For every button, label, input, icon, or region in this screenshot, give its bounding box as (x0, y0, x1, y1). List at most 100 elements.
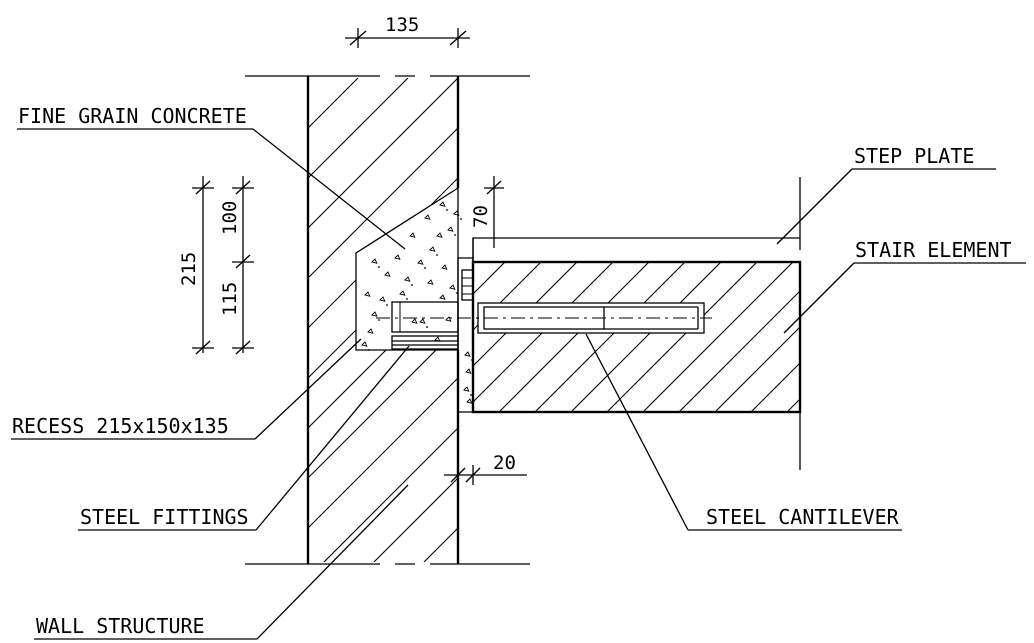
stair-hatch-line (750, 362, 800, 412)
concrete-dot (406, 298, 408, 300)
dim-gap-text: 20 (493, 452, 516, 474)
stair-hatch-line (678, 290, 800, 412)
wall-hatch-line (308, 78, 458, 562)
concrete-dot (460, 218, 462, 220)
concrete-speckle (379, 296, 386, 302)
dimension-wall-thickness: 135 (345, 14, 470, 48)
concrete-dot (470, 394, 472, 396)
dimension-recess-height: 215 (178, 176, 214, 355)
stair-hatch-line (473, 262, 506, 295)
concrete-dot (368, 349, 370, 351)
stair-hatch-line (786, 398, 800, 412)
label-wall-structure-text: WALL STRUCTURE (36, 614, 205, 638)
wall-hatch-line (308, 78, 458, 562)
concrete-speckle (404, 276, 411, 282)
label-steel-cantilever-text: STEEL CANTILEVER (706, 505, 900, 529)
concrete-speckle (371, 311, 378, 317)
concrete-speckle (417, 259, 424, 265)
label-steel-fittings-text: STEEL FITTINGS (80, 505, 249, 529)
stair-hatch-line (473, 262, 542, 331)
stair-hatch-line (967, 262, 1034, 412)
concrete-speckle (367, 328, 374, 334)
concrete-speckle (436, 232, 443, 238)
stair-hatch-line (895, 262, 1034, 412)
stair-hatch-line (1003, 262, 1034, 412)
wall-hatch-line (308, 78, 458, 562)
concrete-speckle (429, 246, 436, 252)
concrete-speckle (439, 294, 446, 300)
fine-grain-concrete-fill (355, 186, 474, 413)
concrete-speckle (449, 284, 456, 290)
concrete-dot (378, 266, 380, 268)
stair-hatch-line (498, 262, 650, 412)
dim-recess-height-text: 215 (178, 252, 200, 286)
label-stair-element: STAIR ELEMENT (783, 238, 1026, 334)
dim-wall-thickness-text: 135 (385, 14, 419, 36)
stair-hatch-line (642, 262, 794, 412)
label-recess: RECESS 215x150x135 (11, 338, 362, 440)
dim-plate-offset-text: 70 (470, 205, 492, 228)
concrete-speckle (371, 258, 378, 264)
label-wall-structure: WALL STRUCTURE (34, 484, 409, 640)
concrete-speckle (453, 210, 460, 216)
label-step-plate-text: STEP PLATE (854, 144, 974, 168)
concrete-speckle (361, 341, 368, 347)
wall-hatch-line (308, 78, 409, 562)
stair-hatch-line (534, 262, 686, 412)
concrete-speckle (447, 226, 454, 232)
stair-hatch-line (283, 262, 433, 412)
concrete-speckle (465, 368, 472, 374)
dimension-upper-lower: 100 115 (219, 176, 254, 355)
wall-hatch-line (0, 78, 58, 562)
concrete-dot (454, 234, 456, 236)
concrete-speckle (445, 316, 452, 322)
wall-hatch-line (0, 78, 158, 562)
label-fine-grain-concrete: FINE GRAIN CONCRETE (17, 104, 406, 250)
concrete-speckle (439, 201, 446, 207)
concrete-speckle (411, 318, 418, 324)
concrete-dot (426, 326, 428, 328)
concrete-speckle (364, 291, 371, 297)
concrete-speckle (464, 351, 471, 357)
steel-fittings (391, 269, 474, 350)
wall-hatch-line (308, 78, 359, 562)
stair-hatch-line (247, 262, 397, 412)
stair-hatch-line (931, 262, 1034, 412)
concrete-speckle (394, 254, 401, 260)
stair-hatch-line (0, 262, 109, 412)
step-plate (472, 237, 800, 262)
concrete-speckle (409, 232, 416, 238)
stair-hatch-line (606, 262, 758, 412)
concrete-speckle (463, 386, 470, 392)
wall-hatch-line (0, 78, 108, 562)
wall-hatch-line (0, 78, 258, 562)
stair-hatch-line (0, 262, 145, 412)
stair-hatch-line (31, 262, 181, 412)
label-steel-cantilever: STEEL CANTILEVER (585, 333, 902, 531)
wall-hatch-line (308, 78, 309, 562)
concrete-speckle (427, 279, 434, 285)
wall-hatch-line (0, 78, 8, 562)
label-recess-text: RECESS 215x150x135 (12, 414, 229, 438)
wall-hatch-line (308, 78, 458, 562)
dim-lower-text: 115 (219, 282, 241, 316)
concrete-speckle (424, 214, 431, 220)
concrete-speckle (466, 398, 473, 404)
wall-hatch-line (373, 78, 458, 562)
wall-hatch-line (0, 78, 208, 562)
wall-hatch-line (323, 78, 458, 562)
stair-element (0, 260, 1034, 414)
label-stair-element-text: STAIR ELEMENT (855, 238, 1012, 262)
dimension-plate-offset: 70 (470, 176, 504, 248)
steel-cantilever (376, 302, 712, 334)
concrete-dot (446, 209, 448, 211)
stair-hatch-line (570, 262, 722, 412)
dimension-gap: 20 (444, 452, 527, 485)
stair-hatch-line (859, 262, 1009, 412)
concrete-dot (386, 304, 388, 306)
concrete-dot (411, 284, 413, 286)
stair-hatch-line (139, 262, 289, 412)
concrete-speckle (441, 264, 448, 270)
label-steel-fittings: STEEL FITTINGS (78, 345, 410, 531)
concrete-dot (378, 319, 380, 321)
